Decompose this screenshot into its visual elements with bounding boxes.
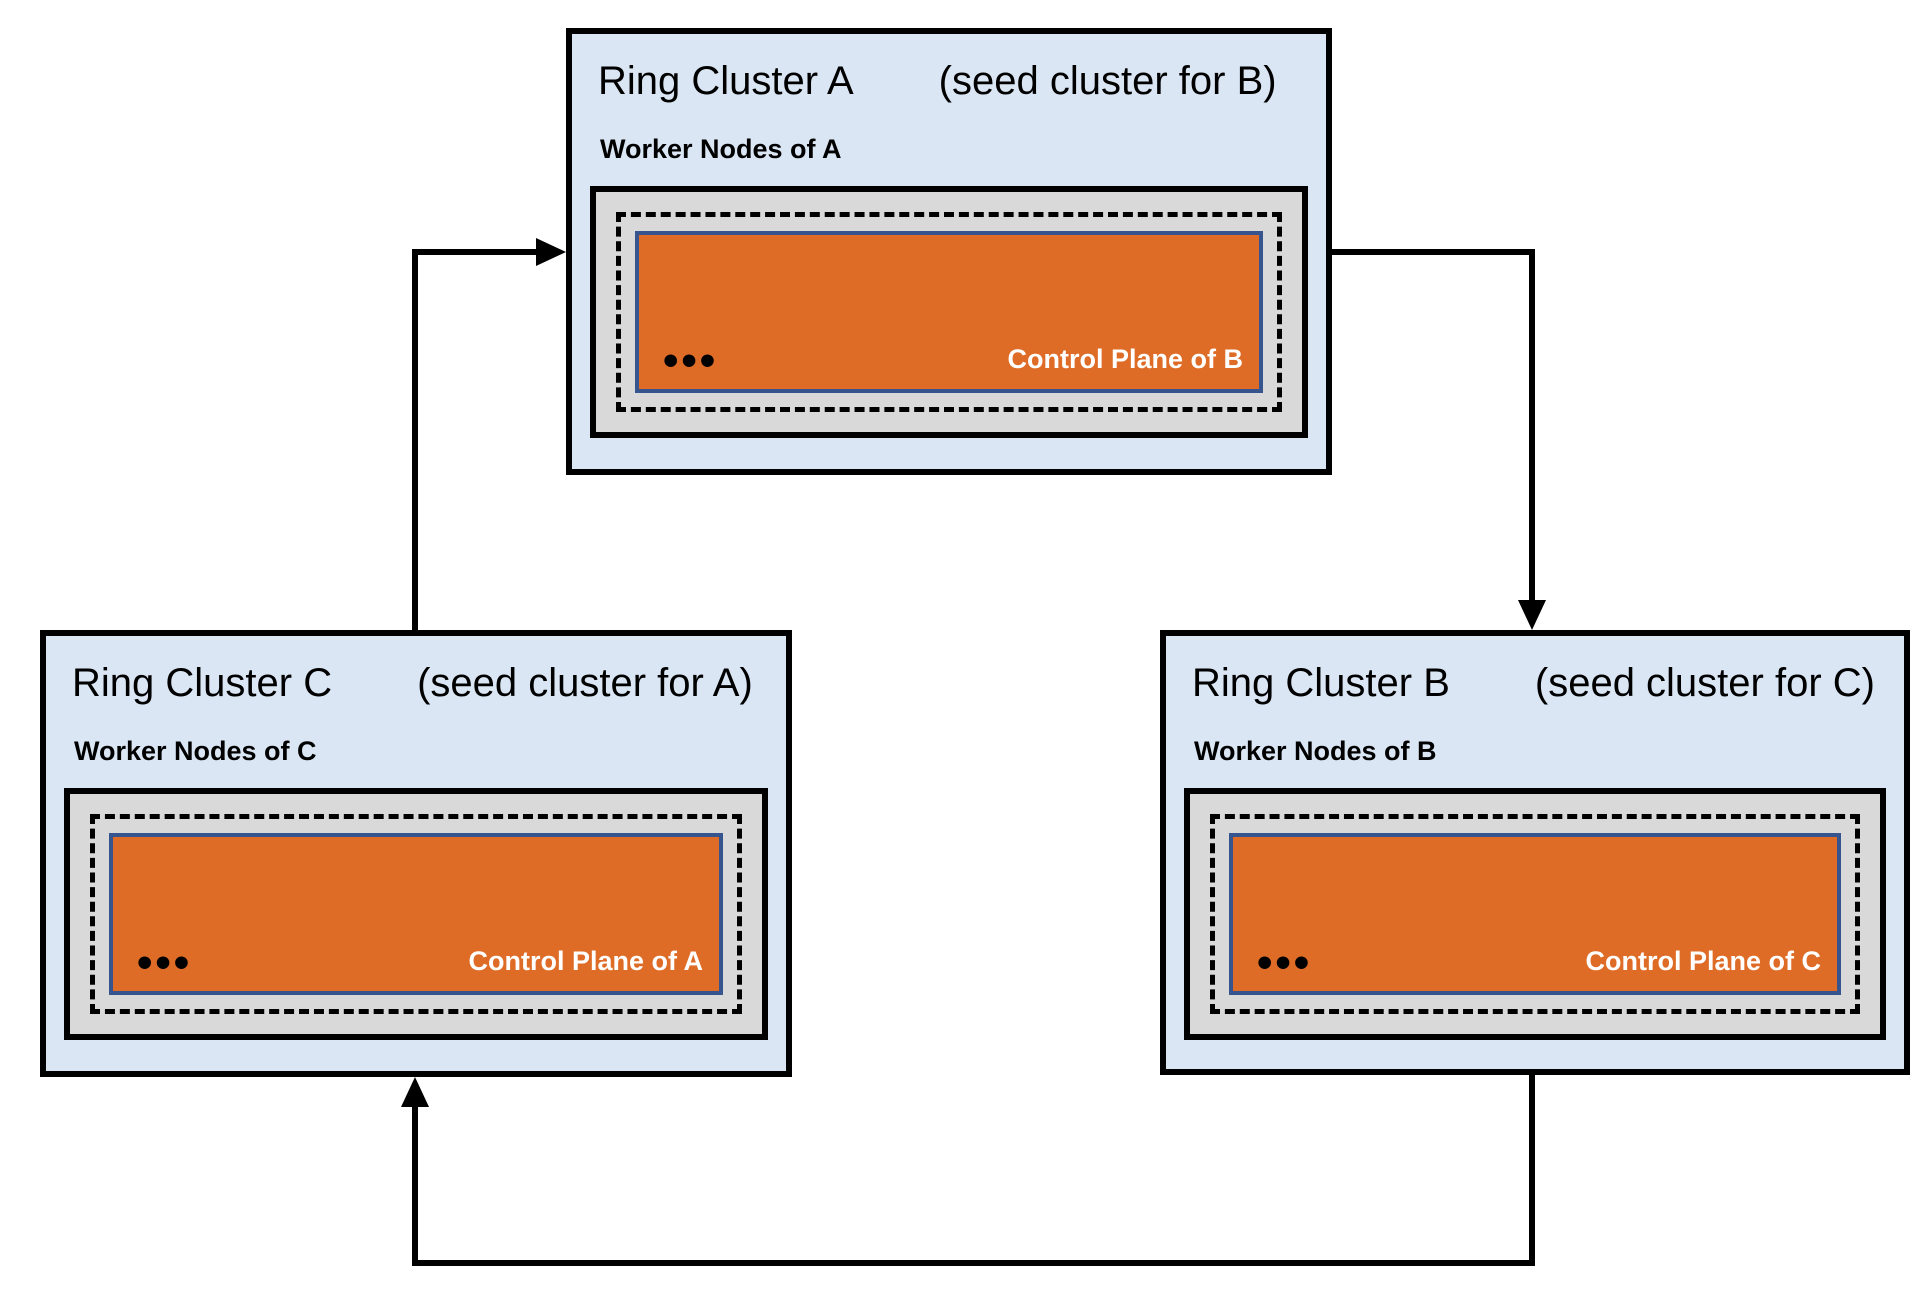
cluster-b-ellipsis-dots: •••: [1257, 938, 1313, 987]
connector-c-to-a: [412, 238, 566, 632]
connector-b-to-c-line: [412, 1073, 1535, 1266]
arrowhead-into-b: [1518, 600, 1546, 630]
cluster-a-title-text: Ring Cluster A: [598, 59, 854, 103]
cluster-b-subtitle-text: (seed cluster for C): [1534, 661, 1875, 705]
cluster-c-ellipsis-dots: •••: [137, 938, 193, 987]
cluster-a-control-plane-box: ••• Control Plane of B: [635, 231, 1263, 393]
cluster-c-control-plane-label: Control Plane of A: [468, 946, 704, 976]
cluster-a-control-plane-label: Control Plane of B: [1007, 344, 1244, 374]
cluster-a-title: Ring Cluster A (seed cluster for B): [598, 58, 1308, 104]
cluster-c-worker-label: Worker Nodes of C: [74, 736, 317, 766]
cluster-a-worker-nodes-box: ••• Control Plane of B: [590, 186, 1308, 438]
arrowhead-into-a: [536, 238, 566, 266]
cluster-b-control-plane-box: ••• Control Plane of C: [1229, 833, 1841, 995]
cluster-b-worker-nodes-box: ••• Control Plane of C: [1184, 788, 1886, 1040]
cluster-a-box: Ring Cluster A (seed cluster for B) Work…: [566, 28, 1332, 475]
cluster-b-title-text: Ring Cluster B: [1192, 661, 1450, 705]
connector-b-to-c: [401, 1073, 1535, 1266]
cluster-c-title: Ring Cluster C (seed cluster for A): [72, 660, 768, 706]
cluster-c-worker-nodes-box: ••• Control Plane of A: [64, 788, 768, 1040]
cluster-c-control-plane-box: ••• Control Plane of A: [109, 833, 723, 995]
cluster-c-title-text: Ring Cluster C: [72, 661, 333, 705]
cluster-c-box: Ring Cluster C (seed cluster for A) Work…: [40, 630, 792, 1077]
cluster-b-box: Ring Cluster B (seed cluster for C) Work…: [1160, 630, 1910, 1075]
cluster-a-ellipsis-dots: •••: [663, 336, 719, 385]
cluster-b-dashed-border: ••• Control Plane of C: [1210, 814, 1860, 1014]
cluster-c-subtitle-text: (seed cluster for A): [417, 661, 753, 705]
cluster-a-subtitle-text: (seed cluster for B): [938, 59, 1277, 103]
cluster-b-title: Ring Cluster B (seed cluster for C): [1192, 660, 1886, 706]
cluster-c-dashed-border: ••• Control Plane of A: [90, 814, 742, 1014]
connector-a-to-b-line: [1330, 249, 1535, 602]
cluster-b-worker-label: Worker Nodes of B: [1194, 736, 1437, 766]
connector-a-to-b: [1330, 249, 1546, 630]
cluster-a-dashed-border: ••• Control Plane of B: [616, 212, 1282, 412]
cluster-b-control-plane-label: Control Plane of C: [1585, 946, 1822, 976]
arrowhead-into-c: [401, 1077, 429, 1107]
connector-c-to-a-line: [412, 249, 538, 632]
cluster-a-worker-label: Worker Nodes of A: [600, 134, 842, 164]
